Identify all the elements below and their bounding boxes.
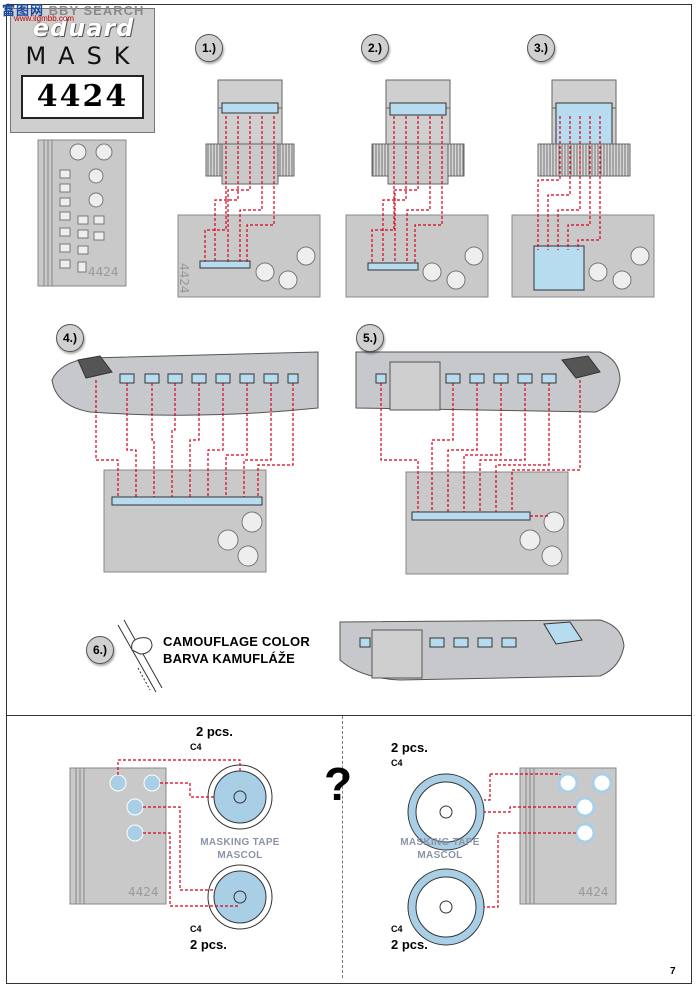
camouflage-line1: CAMOUFLAGE COLOR <box>163 634 310 649</box>
section-divider <box>6 715 692 716</box>
eduard-logo: eduard MASK 4424 <box>10 8 155 133</box>
qty-right-top: 2 pcs. <box>391 740 428 755</box>
step1-drawing: 4424 <box>177 79 321 298</box>
wheel-right-bottom <box>407 868 485 946</box>
watermark-url: www.ilgmbb.com <box>14 14 75 23</box>
product-code: 4424 <box>21 75 144 119</box>
qty-left-bottom: 2 pcs. <box>190 937 227 952</box>
wheel-right-top <box>407 773 485 851</box>
color-right-top: C4 <box>391 758 403 768</box>
step-1-badge: 1.) <box>195 34 223 62</box>
page-number: 7 <box>670 966 676 977</box>
product-name: MASK <box>25 42 142 70</box>
wheel-left-bottom <box>207 864 273 930</box>
step-5-badge: 5.) <box>356 324 384 352</box>
watermark: 富图网 BBY SEARCH <box>2 3 145 18</box>
step6-fuselage <box>339 619 625 681</box>
color-right-bottom: C4 <box>391 924 403 934</box>
leader-lines-top <box>204 116 601 262</box>
option-divider <box>342 716 343 978</box>
airbrush-icon <box>117 619 163 693</box>
sheet-number: 4424 <box>88 265 119 279</box>
svg-text:4424: 4424 <box>578 885 609 899</box>
camouflage-line2: BARVA KAMUFLÁŽE <box>163 651 296 666</box>
qty-right-bottom: 2 pcs. <box>391 937 428 952</box>
step3-drawing <box>511 79 655 298</box>
step-3-badge: 3.) <box>527 34 555 62</box>
brand-name: eduard <box>32 14 135 42</box>
page-frame <box>6 4 692 984</box>
color-left-top: C4 <box>190 742 202 752</box>
step-2-badge: 2.) <box>361 34 389 62</box>
step2-drawing <box>345 79 489 298</box>
step4-fuselage <box>51 351 319 573</box>
camouflage-note: CAMOUFLAGE COLOR BARVA KAMUFLÁŽE <box>163 633 310 667</box>
svg-text:4424: 4424 <box>128 885 159 899</box>
wheel-mask-sheet-left: 4424 <box>69 767 167 905</box>
wheel-mask-sheet-right: 4424 <box>519 767 617 905</box>
wheel-left-top <box>207 764 273 830</box>
leader-lines-bottom-right <box>484 773 576 908</box>
color-left-bottom: C4 <box>190 924 202 934</box>
mask-sheet-vertical: 4424 <box>37 139 127 287</box>
leader-lines-middle <box>95 380 581 517</box>
question-mark: ? <box>324 758 353 810</box>
qty-left-top: 2 pcs. <box>196 724 233 739</box>
step-4-badge: 4.) <box>56 324 84 352</box>
step-6-badge: 6.) <box>86 636 114 664</box>
leader-lines-bottom-left <box>117 759 241 907</box>
svg-text:4424: 4424 <box>177 263 191 294</box>
step5-fuselage <box>355 351 621 575</box>
